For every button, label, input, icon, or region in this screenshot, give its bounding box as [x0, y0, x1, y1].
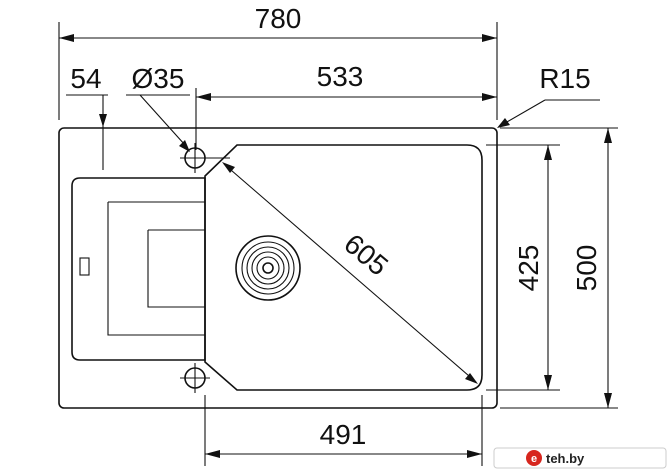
dimension-780-label: 780 — [255, 3, 302, 34]
drainer-area — [71, 177, 206, 361]
dimension-r15-label: R15 — [539, 63, 590, 94]
dimension-bowl-width: 491 — [204, 395, 483, 466]
sink-outline — [58, 127, 498, 409]
dimension-tap-hole-label: Ø35 — [132, 63, 185, 94]
dimension-54-label: 54 — [70, 63, 101, 94]
dimension-533-label: 533 — [317, 61, 364, 92]
dimension-491-label: 491 — [320, 419, 367, 450]
drain-icon — [235, 235, 301, 301]
tap-hole-bottom — [180, 363, 210, 393]
watermark-emblem-icon — [526, 450, 542, 466]
dimension-500-label: 500 — [571, 245, 602, 292]
dimension-left-offset: 54 — [66, 63, 108, 170]
dimension-605-label: 605 — [338, 228, 394, 282]
dimension-bowl-offset: 533 — [195, 61, 497, 150]
dimension-overall-depth: 500 — [500, 127, 618, 409]
dimension-tap-hole: Ø35 — [126, 63, 190, 152]
watermark-emblem: e — [531, 453, 537, 465]
watermark-logo: e teh.by — [493, 447, 667, 469]
main-bowl — [204, 144, 483, 391]
dimension-425-label: 425 — [513, 245, 544, 292]
tap-hole-top — [180, 143, 230, 173]
dimension-corner-radius: R15 — [497, 63, 600, 128]
watermark-domain: teh.by — [546, 451, 585, 466]
dimension-bowl-depth: 425 — [486, 144, 560, 391]
dimension-diagonal: 605 — [222, 162, 478, 384]
dimension-overall-width: 780 — [58, 3, 498, 120]
